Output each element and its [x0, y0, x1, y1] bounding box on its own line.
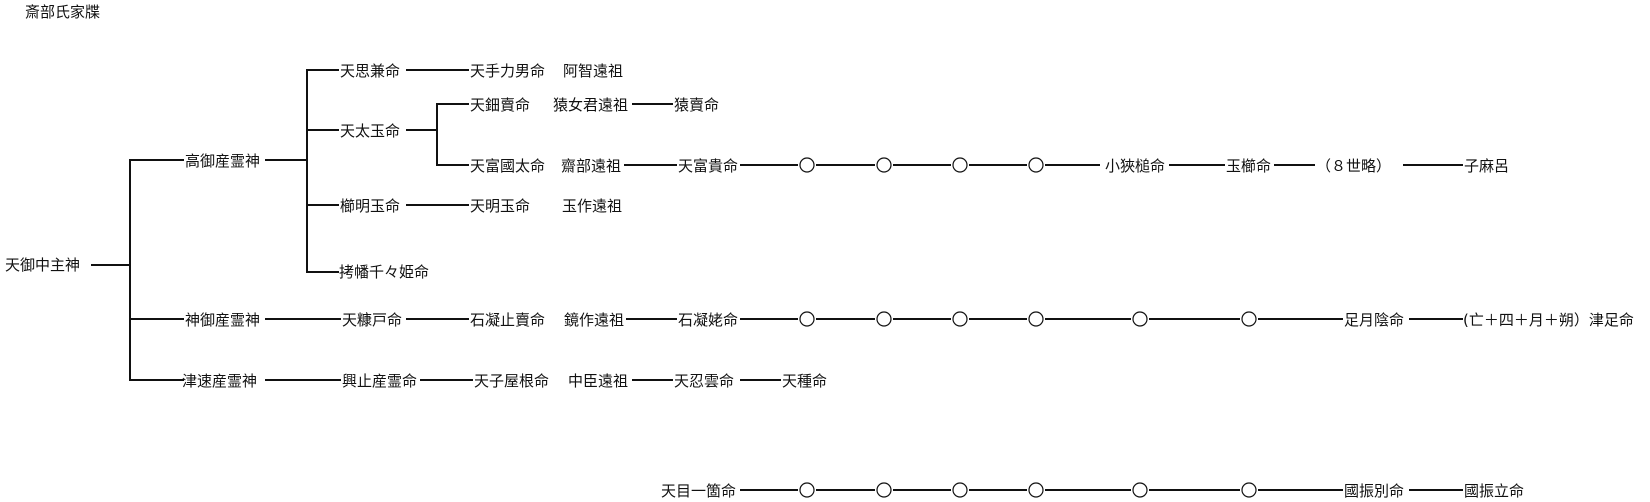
node-label: 津速産霊神 [182, 372, 257, 390]
node-label: 天思兼命 [340, 62, 400, 80]
node-label: 玉作遠祖 [562, 197, 622, 215]
node-label: 天太玉命 [340, 122, 400, 140]
node-label: 石凝止賣命 [470, 311, 545, 329]
node-label: 天明玉命 [470, 197, 530, 215]
node-label: 天富國太命 [470, 157, 545, 175]
node-label: 天忍雲命 [674, 372, 734, 390]
node-label: 天糠戸命 [342, 311, 402, 329]
generation-circle [1241, 311, 1257, 327]
node-label: 櫛明玉命 [340, 197, 400, 215]
node-label: 猿女君遠祖 [553, 96, 628, 114]
node-label: 阿智遠祖 [563, 62, 623, 80]
generation-circle [1132, 311, 1148, 327]
generation-circle [1028, 482, 1044, 498]
node-label: 高御産霊神 [185, 152, 260, 170]
generation-circle [876, 482, 892, 498]
generation-circle [876, 157, 892, 173]
node-label: 子麻呂 [1464, 157, 1509, 175]
node-label: 拷幡千々姫命 [339, 263, 429, 281]
node-label: 石凝姥命 [678, 311, 738, 329]
node-label: 天鈿賣命 [470, 96, 530, 114]
generation-circle [799, 311, 815, 327]
node-label: 齋部遠祖 [561, 157, 621, 175]
generation-circle [952, 482, 968, 498]
node-label: 天子屋根命 [474, 372, 549, 390]
node-label: 鏡作遠祖 [564, 311, 624, 329]
labels: 斎部氏家牒 天御中主神 高御産霊神 神御産霊神 津速産霊神 天思兼命 天太玉命 … [5, 3, 1634, 500]
generation-circle [799, 157, 815, 173]
node-label: 玉櫛命 [1226, 157, 1271, 175]
node-label: 中臣遠祖 [568, 372, 628, 390]
node-label: 興止産霊命 [342, 372, 417, 390]
generation-circle [1132, 482, 1148, 498]
node-label: 國振別命 [1344, 482, 1404, 500]
connector-lines [91, 69, 1463, 491]
unnamed-generation-markers [799, 157, 1257, 498]
node-label: 小狹槌命 [1105, 157, 1165, 175]
generation-circle [952, 311, 968, 327]
node-label: 天御中主神 [5, 256, 80, 274]
node-label: 天富貴命 [678, 157, 738, 175]
generation-circle [1241, 482, 1257, 498]
node-label: 神御産霊神 [185, 311, 260, 329]
node-label: 國振立命 [1464, 482, 1524, 500]
node-label: 天手力男命 [470, 62, 545, 80]
node-label: 天種命 [782, 372, 827, 390]
node-label: 天目一箇命 [661, 482, 736, 500]
generation-circle [876, 311, 892, 327]
node-label: 猿賣命 [674, 96, 719, 114]
generation-circle [799, 482, 815, 498]
generation-circle [952, 157, 968, 173]
node-label: (亡＋四＋月＋朔）津足命 [1463, 311, 1634, 329]
node-label: （８世略） [1316, 157, 1391, 175]
generation-circle [1028, 311, 1044, 327]
diagram-title: 斎部氏家牒 [25, 3, 100, 21]
node-label: 足月陰命 [1344, 311, 1404, 329]
generation-circle [1028, 157, 1044, 173]
